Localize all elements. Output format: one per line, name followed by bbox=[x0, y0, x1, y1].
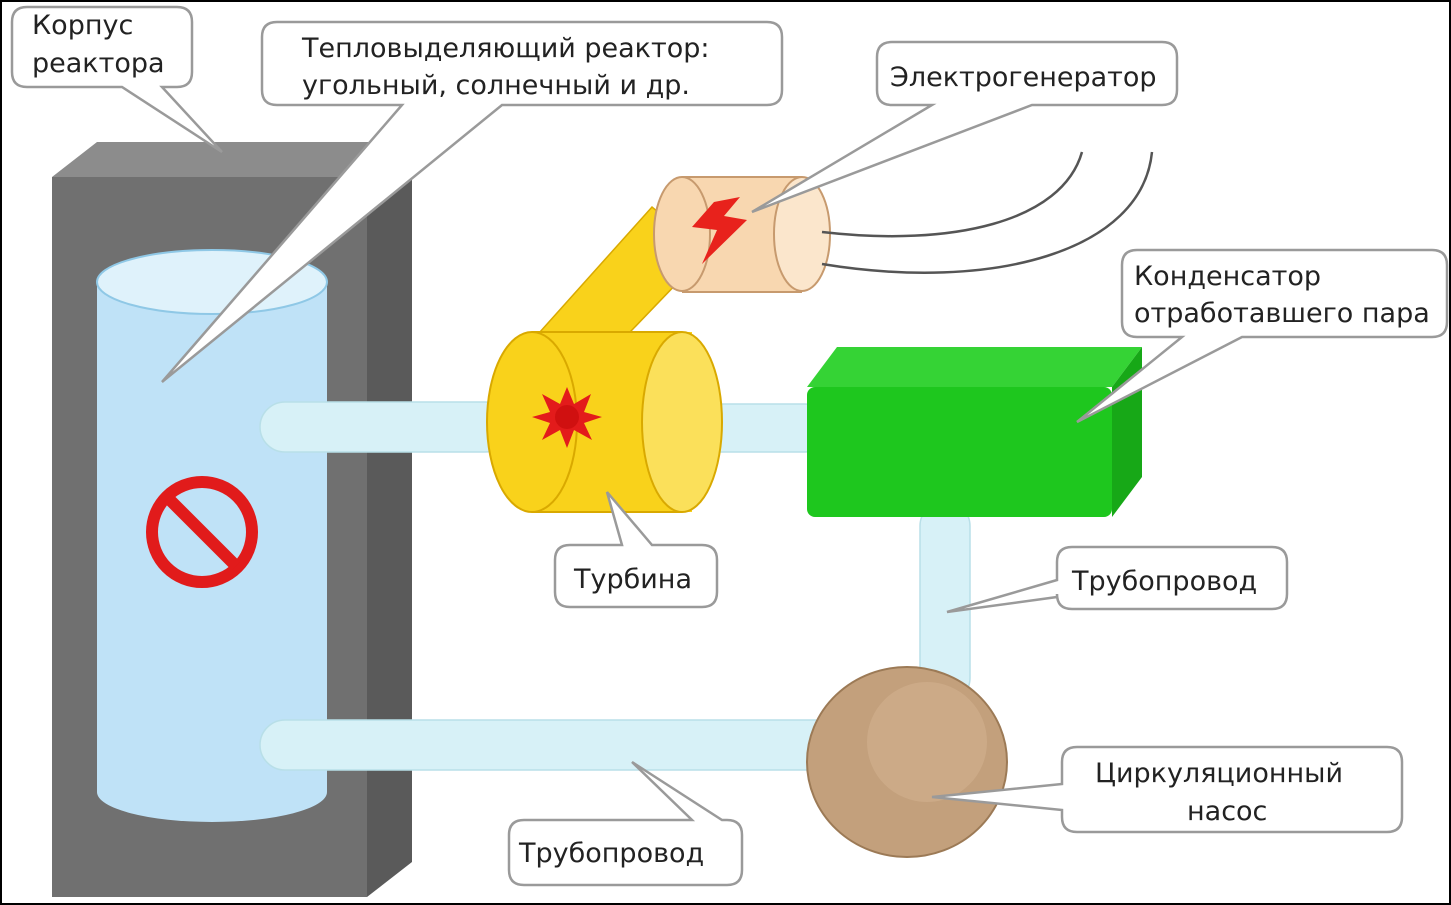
label-condenser-line1: Конденсатор bbox=[1134, 261, 1321, 292]
condenser bbox=[807, 347, 1142, 517]
callout-pump: Циркуляционный насос bbox=[931, 745, 1404, 834]
label-vessel-line2: реактора bbox=[32, 48, 165, 79]
label-generator: Электрогенератор bbox=[890, 62, 1157, 93]
generator-wires bbox=[821, 151, 1154, 274]
callout-heat-reactor: Тепловыделяющий реактор: угольный, солне… bbox=[161, 20, 784, 383]
label-condenser-line2: отработавшего пара bbox=[1134, 298, 1430, 329]
generator bbox=[653, 176, 831, 293]
lightning-icon bbox=[692, 197, 747, 264]
label-turbine: Турбина bbox=[573, 564, 692, 595]
label-pump-line2: насос bbox=[1187, 796, 1267, 827]
callout-turbine: Турбина bbox=[553, 491, 719, 609]
callout-generator: Электрогенератор bbox=[751, 40, 1179, 214]
circulation-pump bbox=[806, 666, 1008, 858]
starburst-icon bbox=[532, 387, 602, 448]
label-heat-reactor-line2: угольный, солнечный и др. bbox=[302, 70, 690, 101]
label-pipeline-right: Трубопровод bbox=[1071, 566, 1257, 597]
callout-condenser: Конденсатор отработавшего пара bbox=[1076, 248, 1449, 424]
label-vessel-line1: Корпус bbox=[32, 10, 133, 41]
label-heat-reactor-line1: Тепловыделяющий реактор: bbox=[301, 33, 709, 64]
turbine bbox=[486, 331, 723, 513]
label-pipeline-bottom: Трубопровод bbox=[518, 838, 704, 869]
callout-pipeline-bottom: Трубопровод bbox=[507, 760, 744, 887]
pipe-reactor-turbine bbox=[259, 401, 511, 453]
callout-reactor-vessel: Корпус реактора bbox=[10, 5, 223, 154]
prohibition-icon bbox=[146, 476, 258, 588]
label-pump-line1: Циркуляционный bbox=[1095, 758, 1343, 789]
callout-pipeline-right: Трубопровод bbox=[946, 545, 1289, 614]
pipe-pump-reactor bbox=[259, 719, 841, 771]
